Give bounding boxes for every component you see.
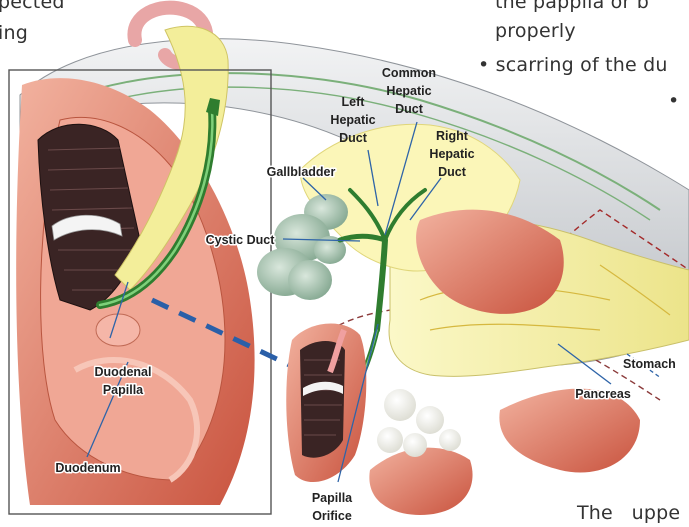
label-left-hepatic-duct-3: Duct: [339, 131, 368, 145]
label-left-hepatic-duct-2: Hepatic: [330, 113, 375, 127]
label-common-hepatic-duct-2: Hepatic: [386, 84, 431, 98]
label-common-hepatic-duct-1: Common: [382, 66, 436, 80]
label-stomach: Stomach: [623, 357, 676, 371]
page-text-bottom-right: The uppe: [577, 502, 680, 524]
label-common-hepatic-duct-3: Duct: [395, 102, 424, 116]
duodenum-cutaway-small: [286, 324, 366, 483]
label-right-hepatic-duct-3: Duct: [438, 165, 467, 179]
label-pancreas: Pancreas: [575, 387, 631, 401]
page-text-top-left-1: pected: [0, 0, 65, 13]
label-duodenal-papilla-1: Duodenal: [95, 365, 152, 379]
label-right-hepatic-duct-2: Hepatic: [429, 147, 474, 161]
page-text-top-right-1: the pappila or b: [495, 0, 649, 13]
label-cystic-duct: Cystic Duct: [206, 233, 276, 247]
bullet-text: scarring of the du: [496, 54, 668, 76]
bullet-dot-2: •: [668, 90, 679, 112]
label-gallbladder: Gallbladder: [267, 165, 336, 179]
label-left-hepatic-duct-1: Left: [342, 95, 366, 109]
label-papilla-orifice-1: Papilla: [312, 491, 353, 505]
bullet-dot: •: [478, 54, 496, 76]
page-text-top-right-2: properly: [495, 20, 576, 42]
bullet-item: • scarring of the du: [478, 54, 668, 76]
label-papilla-orifice-2: Orifice: [312, 509, 352, 523]
label-duodenum: Duodenum: [55, 461, 120, 475]
label-duodenal-papilla-2: Papilla: [103, 383, 144, 397]
page-text-top-left-2: ing: [0, 22, 28, 44]
label-right-hepatic-duct-1: Right: [436, 129, 469, 143]
